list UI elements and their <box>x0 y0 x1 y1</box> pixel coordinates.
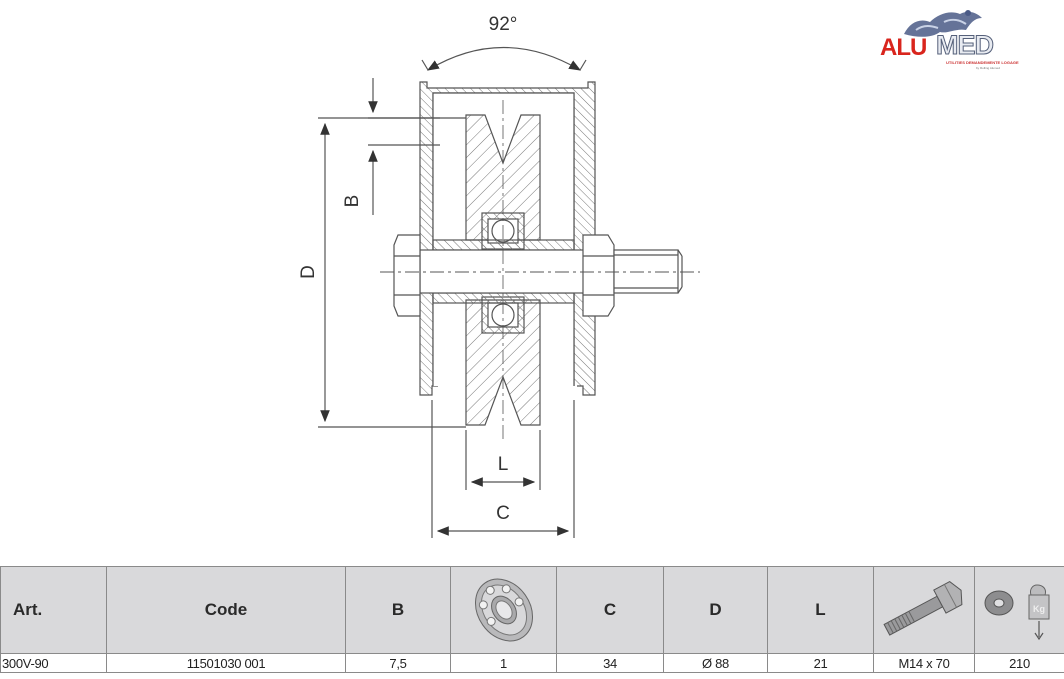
washer-weight-icon: Kg <box>984 584 1049 641</box>
header-d: D <box>663 566 768 654</box>
threaded-end <box>613 249 679 294</box>
logo-tagline: UTILITIES DEMANDEMENTE LOGAGE <box>946 60 1019 65</box>
svg-text:Kg: Kg <box>1033 604 1045 614</box>
cell-bolt: M14 x 70 <box>873 653 975 673</box>
dim-L-label: L <box>498 454 509 475</box>
logo-subtagline: by Rolling Alumed <box>976 66 1001 70</box>
bolt-head <box>393 234 421 317</box>
dim-D-label: D <box>298 265 319 279</box>
table-row: 300V-90 11501030 001 7,5 1 34 Ø 88 21 M1… <box>0 653 1064 673</box>
table-header-row: Art. Code B <box>0 566 1064 654</box>
axle-spacer <box>432 239 575 251</box>
logo-text-red: ALU <box>880 34 927 61</box>
bearing-icon <box>474 578 533 642</box>
dim-C-label: C <box>496 503 510 524</box>
bolt-icon <box>883 581 963 636</box>
cell-code: 11501030 001 <box>106 653 346 673</box>
spec-table: Art. Code B <box>0 566 1064 673</box>
cell-l: 21 <box>767 653 874 673</box>
header-washer-weight: Kg <box>974 566 1064 654</box>
angle-arc <box>426 47 582 71</box>
brand-logo: ALU MED UTILITIES DEMANDEMENTE LOGAGE by… <box>876 4 1026 74</box>
header-bolt <box>873 566 975 654</box>
logo-figure-icon <box>904 10 982 37</box>
cell-b: 7,5 <box>345 653 451 673</box>
axle <box>419 249 595 294</box>
header-c: C <box>556 566 664 654</box>
header-bearing <box>450 566 557 654</box>
nut <box>582 234 615 317</box>
logo-text-grey: MED <box>936 30 995 61</box>
dim-B-label: B <box>342 195 363 208</box>
header-art: Art. <box>0 566 107 654</box>
angle-label: 92° <box>489 14 518 35</box>
cell-d: Ø 88 <box>663 653 768 673</box>
header-code: Code <box>106 566 346 654</box>
header-l: L <box>767 566 874 654</box>
cell-load: 210 <box>974 653 1064 673</box>
cell-c: 34 <box>556 653 664 673</box>
cell-art: 300V-90 <box>0 653 107 673</box>
technical-drawing: 92° D B L C <box>298 14 700 538</box>
header-b: B <box>345 566 451 654</box>
cell-bearing-qty: 1 <box>450 653 557 673</box>
